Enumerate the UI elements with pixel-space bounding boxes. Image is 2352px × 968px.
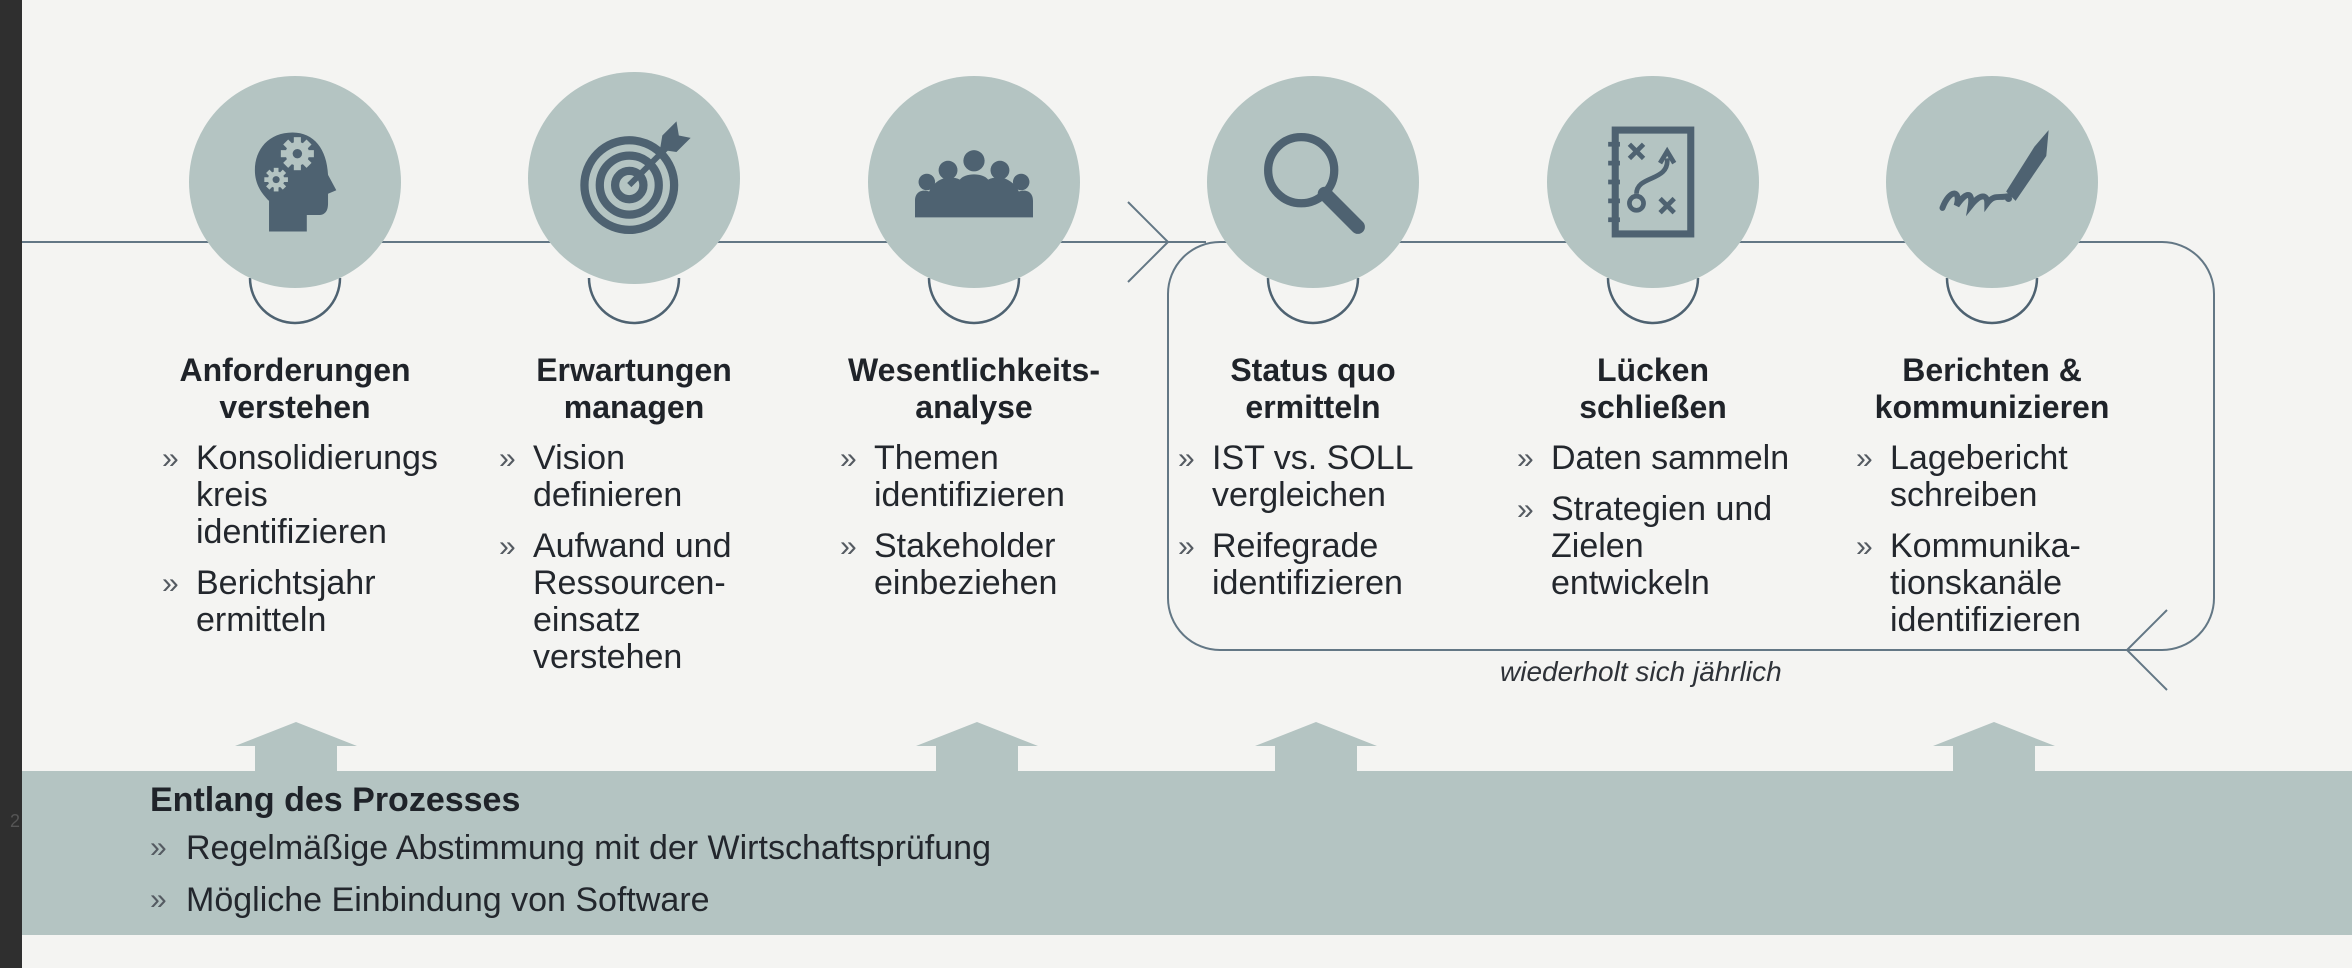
step-2-bullet-2: Aufwand und Ressourcen-einsatz verstehen [499,528,779,676]
connector-notch-1 [248,277,342,325]
step-4-bullet-2: Reifegrade identifizieren [1178,528,1438,602]
left-edge-strip: 2 [0,0,22,968]
step-6-title: Berichten &kommunizieren [1874,352,2110,425]
step-5-circle [1547,76,1759,288]
step-4-circle [1207,76,1419,288]
connector-notch-3 [927,277,1021,325]
meeting-people-icon [915,150,1033,218]
step-3-bullet-2: Stakeholder einbeziehen [840,528,1120,602]
step-5-bullet-1: Daten sammeln [1517,440,1797,478]
up-arrow-3 [916,722,1038,771]
up-arrow-6 [1933,722,2055,771]
step-6-circle [1886,76,2098,288]
step-6-bullet-1: Lagebericht schreiben [1856,440,2156,514]
step-4-bullets: IST vs. SOLL vergleichen Reifegrade iden… [1178,440,1438,616]
head-gears-icon [254,132,337,232]
step-1-bullet-2: Berichtsjahr ermitteln [162,565,462,639]
banner-item-1: Regelmäßige Abstimmung mit der Wirtschaf… [150,829,991,867]
step-2-bullets: Vision definieren Aufwand und Ressourcen… [499,440,779,690]
up-arrow-1 [235,722,357,771]
step-2-bullet-1: Vision definieren [499,440,779,514]
annual-cycle-loop [1167,241,2215,651]
step-3-circle [868,76,1080,288]
step-1-bullets: Konsolidierungs kreis identifizieren Ber… [162,440,462,653]
strategy-board-icon [1608,126,1695,238]
magnifier-icon [1264,133,1365,234]
page-marker: 2 [10,811,21,831]
step-2-circle [528,72,740,284]
step-6-bullets: Lagebericht schreiben Kommunika-tionskan… [1856,440,2156,653]
up-arrow-4 [1255,722,1377,771]
step-4-bullet-1: IST vs. SOLL vergleichen [1178,440,1438,514]
flow-arrow-head [1127,201,1170,283]
connector-notch-6 [1945,277,2039,325]
banner-list: Regelmäßige Abstimmung mit der Wirtschaf… [150,829,991,933]
step-1-bullet-1: Konsolidierungs kreis identifizieren [162,440,462,551]
connector-notch-5 [1606,277,1700,325]
step-6-bullet-2: Kommunika-tionskanäle identifizieren [1856,528,2156,639]
step-3-title: Wesentlichkeits-analyse [848,352,1100,425]
connector-notch-4 [1266,277,1360,325]
cycle-note: wiederholt sich jährlich [1500,656,1782,687]
step-5-bullets: Daten sammeln Strategien und Zielen entw… [1517,440,1797,616]
process-banner: Entlang des Prozesses Regelmäßige Abstim… [22,771,2352,935]
connector-notch-2 [587,277,681,325]
target-arrow-icon [580,121,691,235]
signature-pen-icon [1939,130,2049,217]
step-1-circle [189,76,401,288]
banner-title: Entlang des Prozesses [150,781,521,819]
step-3-bullet-1: Themen identifizieren [840,440,1120,514]
banner-item-2: Mögliche Einbindung von Software [150,881,991,919]
step-3-bullets: Themen identifizieren Stakeholder einbez… [840,440,1120,616]
step-5-bullet-2: Strategien und Zielen entwickeln [1517,491,1797,602]
